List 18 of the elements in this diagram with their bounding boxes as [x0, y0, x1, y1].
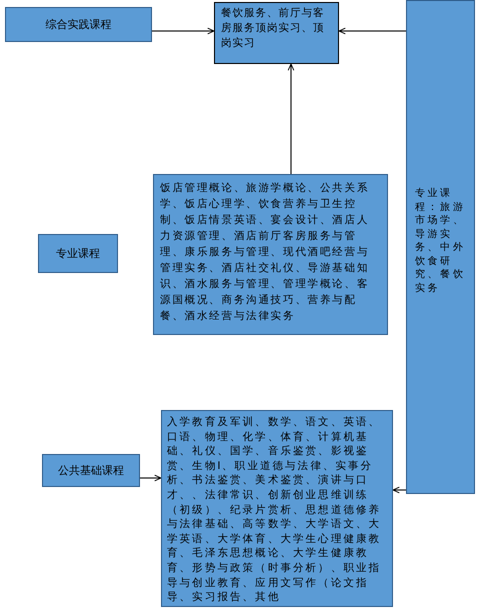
course-text: 专业课程 — [56, 246, 100, 260]
arrow — [288, 64, 294, 174]
course-box — [5, 7, 152, 42]
arrow — [152, 28, 214, 34]
course-box — [406, 0, 475, 494]
course-text: 综合实践课程 — [46, 18, 112, 32]
course-text: 专业课程：旅游市场学、导游实务、中外饮食研究、餐饮实务 — [415, 187, 466, 295]
course-text: 公共基础课程 — [58, 464, 124, 478]
arrow — [338, 28, 406, 34]
arrow — [140, 474, 162, 482]
course-box — [38, 234, 118, 273]
course-text: 餐饮服务、前厅与客房服务顶岗实习、顶岗实习 — [221, 6, 326, 51]
course-text: 饭店管理概论、旅游学概论、公共关系学、饭店心理学、饮食营养与卫生控制、饭店情景英语、宴会设计、酒店人力资源管理、酒店前厅客房服务与管理、康乐服务与管理、现代酒吧经营与管理实务、酒店社交礼仪、导游基础知识、酒水服务与管理、管理学概论、客源国概况、商务沟通技巧、营养与配餐、酒水经营与法律实务 — [160, 181, 370, 324]
course-box — [214, 2, 339, 64]
arrow — [392, 486, 406, 494]
course-box — [42, 454, 140, 487]
course-text: 入学教育及军训、数学、语文、英语、口语、物理、化学、体育、计算机基础、礼仪、国学、音乐鉴赏、影视鉴赏、生物Ⅰ、职业道德与法律、实事分析、书法鉴赏、美术鉴赏、演讲与口才、、法律常识、创新创业思维训练（初级）、纪录片赏析、思想道德修养与法律基础、高等数学、大学语文、大学英语、大学体育、大学生心理健康教育、毛泽东思想概论、大学生健康教育、形势与政策（时事分析）、职业指导与创业教育、应用文写作（论文指导、实习报告、其他 — [167, 415, 382, 605]
course-box — [153, 174, 388, 335]
